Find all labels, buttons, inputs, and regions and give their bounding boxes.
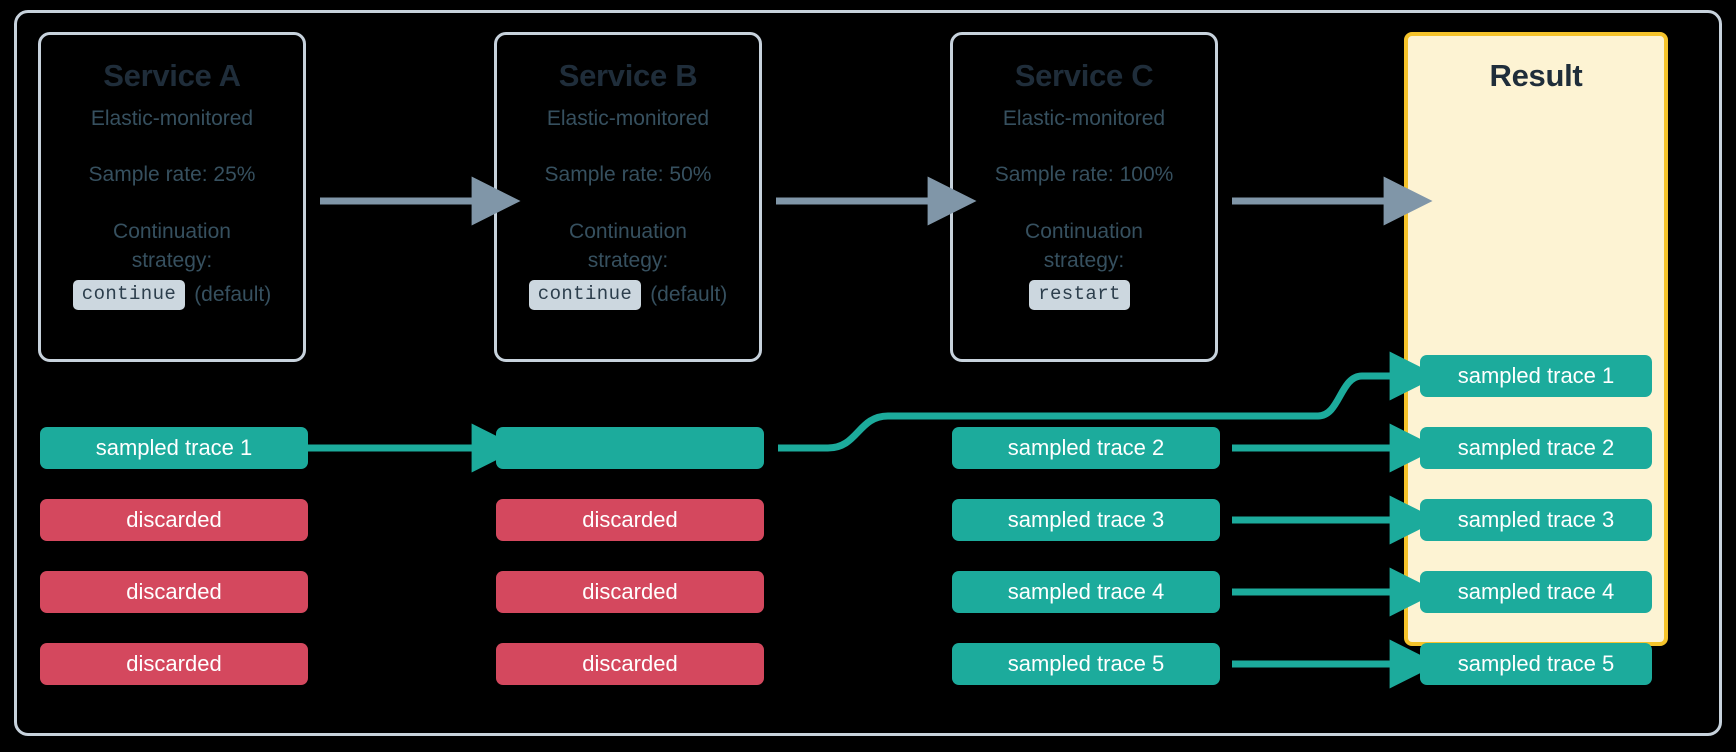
outer-frame bbox=[14, 10, 1722, 736]
trace-pill[interactable]: sampled trace 3 bbox=[952, 499, 1220, 541]
trace-pill[interactable]: discarded bbox=[496, 499, 764, 541]
service-sample-rate: Sample rate: 25% bbox=[88, 163, 256, 187]
service-sample-rate: Sample rate: 50% bbox=[544, 163, 712, 187]
service-monitored-label: Elastic-monitored bbox=[1002, 107, 1166, 131]
strategy-label-line1: Continuation bbox=[569, 219, 687, 243]
trace-pill[interactable]: discarded bbox=[40, 643, 308, 685]
result-card: Result bbox=[1404, 32, 1668, 646]
strategy-label-line2: strategy: bbox=[131, 248, 213, 272]
strategy-code-chip: continue bbox=[72, 279, 186, 311]
trace-pill[interactable]: discarded bbox=[496, 571, 764, 613]
strategy-label-line2: strategy: bbox=[1043, 248, 1125, 272]
service-monitored-label: Elastic-monitored bbox=[90, 107, 254, 131]
trace-pill[interactable]: sampled trace 5 bbox=[952, 643, 1220, 685]
result-trace-pill[interactable]: sampled trace 5 bbox=[1420, 643, 1652, 685]
strategy-value-row: continue (default) bbox=[497, 279, 759, 311]
trace-pill-empty[interactable] bbox=[496, 427, 764, 469]
service-card-a: Service A Elastic-monitored Sample rate:… bbox=[38, 32, 306, 362]
service-monitored-label: Elastic-monitored bbox=[546, 107, 710, 131]
trace-pill[interactable]: discarded bbox=[496, 643, 764, 685]
service-title: Service C bbox=[1014, 58, 1154, 93]
strategy-value-row: restart bbox=[953, 279, 1215, 311]
strategy-label-line1: Continuation bbox=[113, 219, 231, 243]
strategy-default-note: (default) bbox=[650, 283, 728, 307]
result-title: Result bbox=[1489, 58, 1583, 93]
result-trace-pill[interactable]: sampled trace 1 bbox=[1420, 355, 1652, 397]
strategy-value-row: continue (default) bbox=[41, 279, 303, 311]
service-title: Service A bbox=[103, 58, 241, 93]
strategy-default-note: (default) bbox=[194, 283, 272, 307]
result-trace-pill[interactable]: sampled trace 2 bbox=[1420, 427, 1652, 469]
trace-pill[interactable]: sampled trace 4 bbox=[952, 571, 1220, 613]
result-trace-pill[interactable]: sampled trace 4 bbox=[1420, 571, 1652, 613]
strategy-label-line2: strategy: bbox=[587, 248, 669, 272]
trace-pill[interactable]: discarded bbox=[40, 499, 308, 541]
strategy-code-chip: continue bbox=[528, 279, 642, 311]
service-card-c: Service C Elastic-monitored Sample rate:… bbox=[950, 32, 1218, 362]
strategy-label-line1: Continuation bbox=[1025, 219, 1143, 243]
service-sample-rate: Sample rate: 100% bbox=[994, 163, 1174, 187]
trace-pill[interactable]: sampled trace 2 bbox=[952, 427, 1220, 469]
trace-pill[interactable]: discarded bbox=[40, 571, 308, 613]
service-card-b: Service B Elastic-monitored Sample rate:… bbox=[494, 32, 762, 362]
result-trace-pill[interactable]: sampled trace 3 bbox=[1420, 499, 1652, 541]
service-title: Service B bbox=[558, 58, 698, 93]
strategy-code-chip: restart bbox=[1029, 279, 1130, 311]
trace-pill[interactable]: sampled trace 1 bbox=[40, 427, 308, 469]
